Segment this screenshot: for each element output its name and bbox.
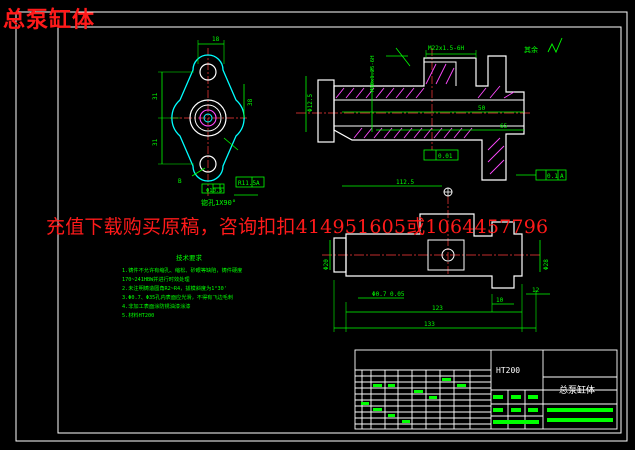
window-title: 总泵缸体 — [3, 7, 96, 33]
dim-18: 18 — [212, 36, 220, 43]
tech-line: 3.Φ0.7、Φ35孔内表面应光滑，不得有飞边毛刺 — [122, 293, 233, 301]
inner-frame — [57, 26, 622, 434]
dim-28: Φ28 — [543, 259, 550, 270]
tech-line: 2.未注明铸造圆角R2~R4，拔模斜度为1°30' — [122, 284, 227, 292]
tech-line: 1.铸件不允许有缩孔、缩松、砂眼等缺陷，铸件硬度 — [122, 266, 242, 274]
side-outline — [345, 213, 523, 289]
dim-50: 50 — [478, 105, 486, 112]
part-name-label: 总泵缸体 — [559, 384, 595, 396]
dim-31-lower: 31 — [152, 138, 159, 146]
dim-125: Φ12.5 — [307, 94, 314, 112]
tech-line: 4.非加工表面涂防锈油漆涂漆 — [122, 302, 191, 310]
front-view — [158, 40, 265, 196]
dim-10: 10 — [496, 297, 504, 304]
dim-r115: R11.5 — [238, 180, 256, 187]
dim-123: 123 — [432, 305, 443, 312]
datum-a-right: A — [560, 173, 564, 180]
roughness-note: 其余 — [524, 45, 538, 54]
dim-m22: M22x1.5-6H — [428, 45, 465, 52]
datum-b: B — [178, 178, 182, 185]
dim-01: 0.1 — [547, 173, 558, 180]
dim-005: 0.05 — [390, 291, 405, 298]
watermark-ad-text: 充值下载购买原稿，咨询扣扣414951605或1064457796 — [46, 216, 549, 238]
datum-a-left: A — [256, 180, 260, 187]
hole-note: 锪孔1X90° — [201, 198, 236, 207]
dim-20: Φ20 — [323, 259, 330, 270]
side-view — [322, 187, 550, 332]
title-block — [354, 349, 618, 430]
section-view — [296, 37, 567, 187]
dim-133: 133 — [424, 321, 435, 328]
tech-line: 170~241HBW并进行时效处理 — [122, 275, 190, 283]
dim-m10: M10x1.25-6H — [370, 56, 376, 92]
tech-line: 5.材料HT200 — [122, 311, 154, 319]
material-label: HT200 — [496, 366, 520, 375]
dim-001: 0.01 — [438, 153, 453, 160]
dim-112: 112.5 — [396, 179, 414, 186]
dim-tol: Φ0.7 — [372, 291, 387, 298]
tech-title: 技术要求 — [176, 253, 203, 262]
dim-d105: Φ10.5 — [206, 188, 223, 194]
dim-65: 65 — [500, 123, 508, 130]
dim-31-upper: 31 — [152, 92, 159, 100]
title-block-glyphs — [361, 378, 613, 424]
dim-38: 38 — [247, 98, 254, 106]
body-outline — [333, 55, 525, 181]
flange-outline — [171, 54, 245, 182]
outer-border — [15, 11, 628, 442]
dim-12: 12 — [532, 287, 540, 294]
